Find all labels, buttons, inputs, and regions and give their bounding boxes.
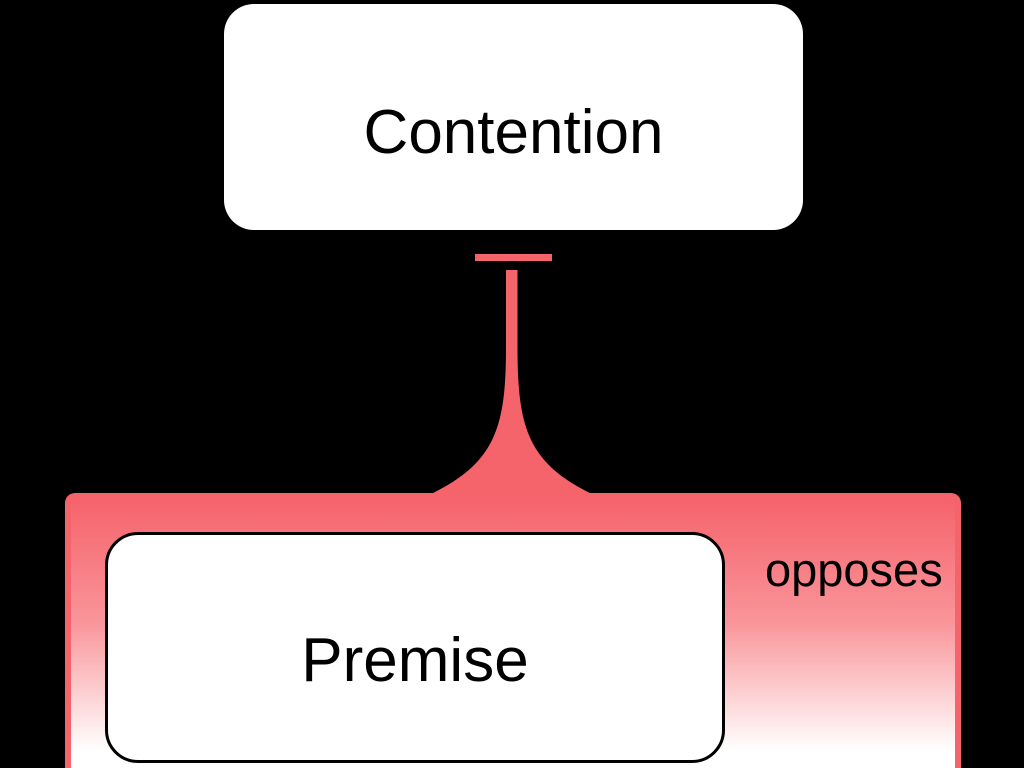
connector-crossbar-icon — [475, 254, 552, 261]
premise-node[interactable]: Premise — [105, 532, 725, 763]
opposes-group[interactable]: opposes Premise — [65, 493, 961, 768]
opposes-relation-label: opposes — [765, 543, 943, 596]
premise-node-label: Premise — [301, 626, 529, 695]
contention-node-label: Contention — [363, 97, 664, 167]
connector-funnel-icon — [431, 270, 592, 494]
opposes-connector-icon[interactable] — [0, 0, 1024, 500]
contention-node[interactable]: Contention — [224, 4, 803, 230]
